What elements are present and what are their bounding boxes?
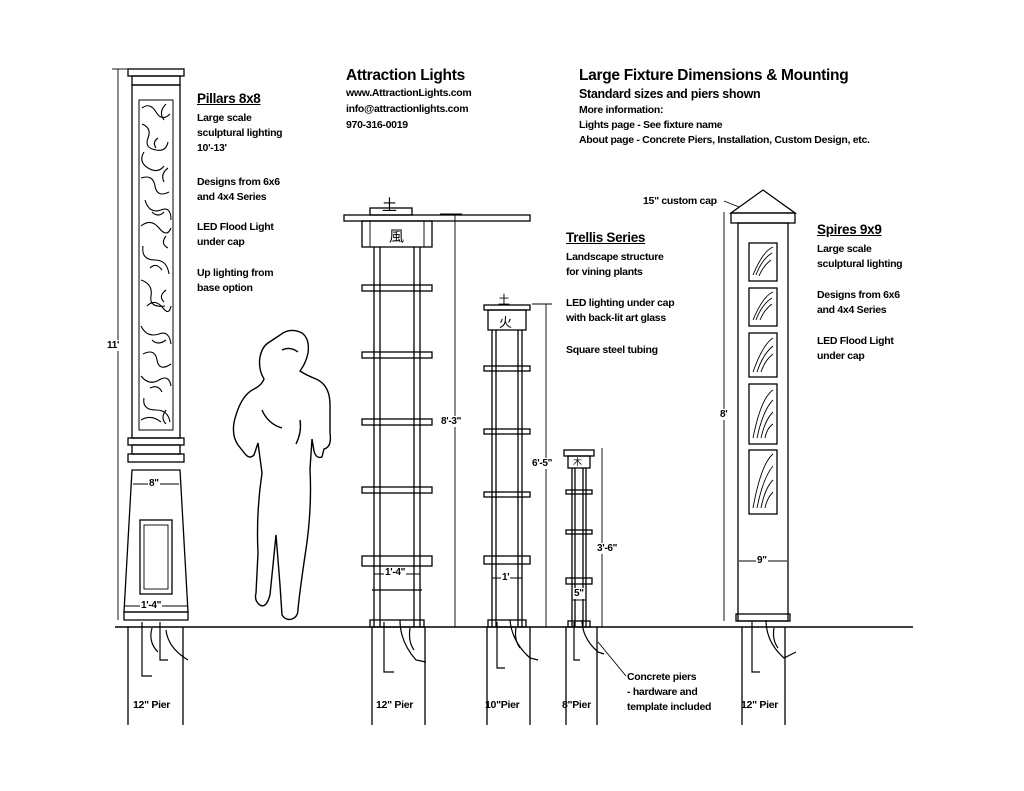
trellis-line-2: for vining plants [566,266,643,278]
trellis-line-7: Square steel tubing [566,344,658,356]
trellis-large [343,207,531,725]
about-page-link[interactable]: About page - Concrete Piers, Installatio… [579,134,870,146]
pillars-line-5: Designs from 6x6 [197,176,280,188]
lights-page-link[interactable]: Lights page - See fixture name [579,119,723,131]
pillars-line-3: 10'-13' [197,142,227,154]
pillars-line-9: under cap [197,236,245,248]
spires-title: Spires 9x9 [817,222,882,237]
trellis-large-width-dim: 1'-4" [384,567,407,578]
pillars-line-1: Large scale [197,112,252,124]
trellis-small-height-dim: 3'-6" [596,543,619,554]
spires-line-7: LED Flood Light [817,335,894,347]
spires-line-8: under cap [817,350,865,362]
trellis-medium-panel-glyph: 火 [499,315,512,330]
pillars-line-8: LED Flood Light [197,221,274,233]
company-email[interactable]: info@attractionlights.com [346,103,469,115]
spires-cap-label: 15" custom cap [643,195,717,207]
piers-note-line-1: Concrete piers [627,671,697,683]
trellis-medium-top-glyph: 土 [498,293,510,307]
trellis-large-height-dim: 8'-3" [440,416,463,427]
pillars-base-width-dim: 1'-4" [140,600,163,611]
company-name: Attraction Lights [346,67,465,84]
trellis-line-4: LED lighting under cap [566,297,675,309]
pillars-top-width-dim: 8" [148,478,160,489]
spires-pier-label: 12" Pier [741,699,779,711]
pillars-line-6: and 4x4 Series [197,191,267,203]
trellis-small-width-dim: 5" [573,588,585,599]
trellis-medium-height-dim: 6'-5" [531,458,554,469]
more-info-label: More information: [579,104,664,116]
company-website[interactable]: www.AttractionLights.com [346,87,472,99]
pillars-height-dim: 11' [106,340,121,351]
trellis-medium [483,303,552,725]
trellis-large-pier-label: 12" Pier [376,699,414,711]
trellis-title: Trellis Series [566,230,646,245]
trellis-small-panel-glyph: 木 [573,457,582,467]
pillars-title: Pillars 8x8 [197,91,261,106]
trellis-small [563,448,627,725]
spires-line-5: and 4x4 Series [817,304,887,316]
pillars-pier-label: 12" Pier [133,699,171,711]
piers-note-line-3: template included [627,701,712,713]
spire-9x9 [723,189,798,725]
trellis-small-pier-label: 8"Pier [562,699,591,711]
trellis-line-5: with back-lit art glass [566,312,666,324]
spires-line-4: Designs from 6x6 [817,289,900,301]
trellis-line-1: Landscape structure [566,251,664,263]
page-subtitle: Standard sizes and piers shown [579,87,761,101]
piers-note-line-2: - hardware and [627,686,698,698]
pillars-line-12: base option [197,282,253,294]
spires-line-1: Large scale [817,243,872,255]
trellis-large-panel-glyph: 風 [389,228,404,245]
person-silhouette [232,329,332,621]
trellis-medium-width-dim: 1' [501,572,511,583]
pillars-line-11: Up lighting from [197,267,274,279]
trellis-medium-pier-label: 10"Pier [485,699,520,711]
pillars-line-2: sculptural lighting [197,127,283,139]
spires-line-2: sculptural lighting [817,258,903,270]
spires-height-dim: 8' [719,409,729,420]
pillar-8x8 [112,68,189,725]
trellis-large-top-glyph: 土 [382,197,397,214]
company-phone: 970-316-0019 [346,119,408,131]
page-title: Large Fixture Dimensions & Mounting [579,67,849,84]
spires-width-dim: 9" [756,555,768,566]
